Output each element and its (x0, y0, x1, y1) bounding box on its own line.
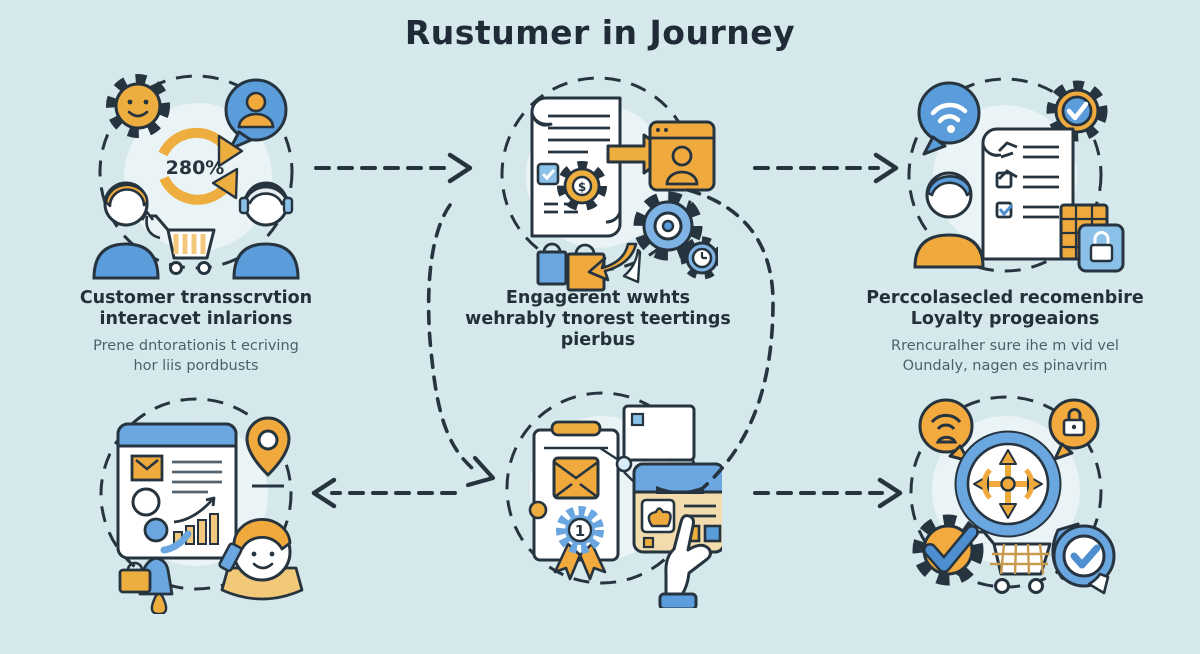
arrow-bottom-middle-to-right (753, 477, 903, 509)
dollar-gear-icon: $ (557, 161, 607, 211)
secure-database-icon (1059, 203, 1125, 273)
node-customer-interaction-text: Customer transscrvtion interacvet inlari… (40, 288, 352, 376)
down-arrows-icon (587, 242, 642, 284)
node-subtext-line: Prene dntorationis t ecriving (93, 338, 299, 354)
arrow-top-left-to-middle (314, 152, 473, 184)
node-heading-line: pierbus (560, 330, 636, 350)
node-engagement-illustration: $ (500, 76, 718, 292)
growth-percent-label: 280% (166, 157, 225, 179)
shopping-cart-icon (976, 530, 1052, 594)
sticky-note-icon (536, 162, 560, 186)
node-rewards-selection-illustration: 1 (505, 391, 722, 608)
node-personalized-recommendations-text: Perccolasecled recomenbire Loyalty proge… (842, 288, 1168, 376)
node-subtext-line: hor liis pordbusts (133, 357, 259, 374)
rank-number-label: 1 (575, 522, 585, 540)
node-subtext-line: Oundaly, nagen es pinavrim (902, 357, 1108, 374)
lock-chat-bubble-icon (1048, 398, 1100, 461)
invoice-scroll-icon (530, 96, 622, 238)
gear-smiley-icon (106, 74, 170, 138)
connector-dots-icon (528, 446, 635, 520)
curve-middle-down-left (426, 203, 496, 488)
first-place-rosette-icon: 1 (553, 506, 607, 581)
clock-gear-icon (680, 236, 718, 280)
phone-icon (218, 542, 243, 573)
growth-refresh-arrows-icon: 280% (158, 127, 244, 205)
user-window-icon (648, 120, 716, 192)
dollar-symbol: $ (578, 180, 586, 194)
approved-gear-check-icon (912, 514, 984, 586)
process-gear-icon (633, 191, 703, 261)
node-loyalty-checkout-illustration (909, 395, 1116, 595)
wifi-chat-bubble-icon (917, 81, 981, 156)
arrow-top-middle-to-right (753, 152, 899, 184)
node-heading-line: Customer transscrvtion (79, 288, 313, 308)
shopping-bag-blue-icon (536, 242, 568, 286)
support-caller-icon (218, 518, 304, 601)
avatar-chat-bubble-icon (224, 78, 288, 151)
node-heading-line: Engagerent wwhts (505, 288, 691, 308)
node-analytics-review-illustration (99, 397, 304, 614)
briefcase-icon (118, 561, 168, 614)
dashed-circle (907, 77, 1103, 273)
customer-icon (913, 171, 985, 269)
customer-icon (92, 181, 160, 280)
envelope-icon (622, 404, 696, 462)
node-heading-line: Loyalty progeaions (910, 309, 1100, 329)
verified-badge-icon (1051, 522, 1116, 595)
node-personalized-recommendations-illustration (907, 77, 1125, 273)
node-heading-line: interacvet inlarions (99, 309, 293, 329)
omnichannel-arrows-ring-icon (954, 430, 1062, 538)
node-subtext-line: Rrencuralher sure ihe m vid vel (891, 338, 1119, 354)
node-engagement-text: Engagerent wwhts wehrably tnorest teerti… (440, 288, 756, 351)
approval-gear-icon (1046, 80, 1108, 142)
dashed-circle (99, 397, 293, 591)
support-agent-icon (232, 181, 300, 280)
curve-middle-down-right (686, 188, 775, 489)
map-pin-icon (245, 416, 291, 488)
analytics-dashboard-icon (116, 422, 238, 560)
pointing-hand-icon (658, 514, 712, 608)
page-title: Rustumer in Journey (404, 13, 796, 52)
shopping-cart-icon (150, 214, 216, 275)
node-customer-interaction-illustration: 280% (92, 74, 300, 280)
node-heading-line: wehrably tnorest teertings (465, 309, 731, 329)
arrow-bottom-middle-to-left (311, 477, 457, 509)
node-heading-line: Perccolasecled recomenbire (866, 288, 1144, 308)
dashed-circle (98, 74, 294, 270)
